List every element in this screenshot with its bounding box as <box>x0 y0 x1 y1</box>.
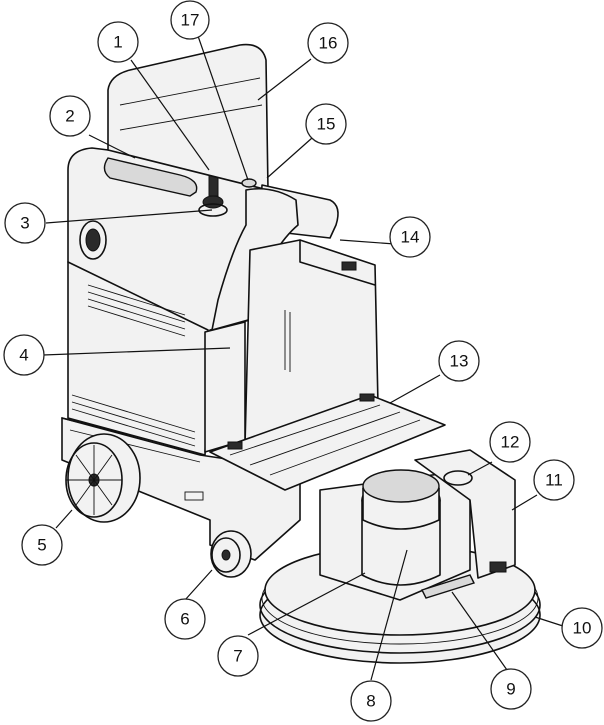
motor-assembly <box>319 469 471 601</box>
svg-text:3: 3 <box>20 214 29 233</box>
callout-17: 17 <box>170 0 210 40</box>
svg-text:12: 12 <box>501 433 520 452</box>
svg-text:8: 8 <box>366 692 375 711</box>
callout-9: 9 <box>490 668 532 710</box>
callout-1: 1 <box>97 21 139 63</box>
svg-text:9: 9 <box>506 680 515 699</box>
svg-text:13: 13 <box>450 352 469 371</box>
callout-11: 11 <box>533 459 575 501</box>
svg-text:17: 17 <box>181 11 200 30</box>
leader-lines <box>42 35 567 681</box>
svg-text:5: 5 <box>37 536 46 555</box>
callout-14: 14 <box>389 216 431 258</box>
svg-text:6: 6 <box>180 610 189 629</box>
svg-text:10: 10 <box>573 619 592 638</box>
callout-12: 12 <box>489 421 531 463</box>
callout-10: 10 <box>561 607 603 649</box>
svg-text:2: 2 <box>65 107 74 126</box>
front-panel <box>204 321 246 453</box>
svg-text:7: 7 <box>233 647 242 666</box>
callout-16: 16 <box>307 22 349 64</box>
callout-15: 15 <box>305 103 347 145</box>
callout-6: 6 <box>164 598 206 640</box>
callout-3: 3 <box>4 202 46 244</box>
joystick <box>198 167 228 217</box>
callout-8: 8 <box>350 680 392 722</box>
armrest-pad <box>103 157 198 197</box>
callout-7: 7 <box>217 635 259 677</box>
svg-text:16: 16 <box>319 34 338 53</box>
callouts: 1 2 3 4 5 6 7 8 <box>3 0 603 722</box>
rear-cabinet <box>244 239 379 446</box>
callout-5: 5 <box>21 524 63 566</box>
svg-text:4: 4 <box>19 346 28 365</box>
callout-4: 4 <box>3 334 45 376</box>
svg-text:1: 1 <box>113 33 122 52</box>
callout-13: 13 <box>438 340 480 382</box>
svg-text:11: 11 <box>545 471 563 490</box>
seat-backrest <box>107 43 269 191</box>
handle-bar <box>421 574 475 599</box>
footrest-plate <box>209 393 446 491</box>
rear-wheel <box>65 433 141 523</box>
svg-text:14: 14 <box>401 228 420 247</box>
callout-2: 2 <box>49 95 91 137</box>
svg-text:15: 15 <box>317 115 336 134</box>
reservoir-tank <box>414 449 516 579</box>
front-wheel <box>210 530 252 578</box>
